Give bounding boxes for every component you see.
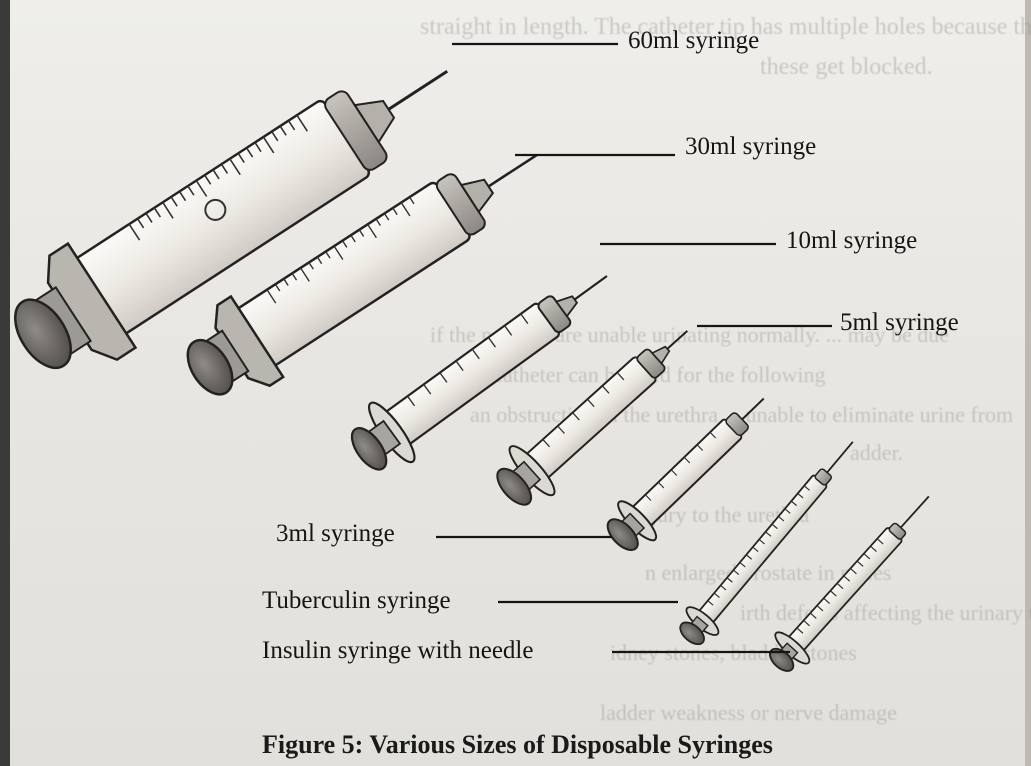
label-tuberculin-syringe: Tuberculin syringe	[262, 587, 451, 615]
label-10ml-syringe: 10ml syringe	[786, 227, 917, 255]
label-60ml-syringe: 60ml syringe	[628, 27, 759, 55]
label-30ml-syringe: 30ml syringe	[685, 133, 816, 161]
label-insulin-syringe: Insulin syringe with needle	[262, 637, 533, 665]
label-3ml-syringe: 3ml syringe	[276, 520, 395, 548]
figure-caption: Figure 5: Various Sizes of Disposable Sy…	[262, 730, 773, 760]
label-5ml-syringe: 5ml syringe	[840, 309, 959, 337]
